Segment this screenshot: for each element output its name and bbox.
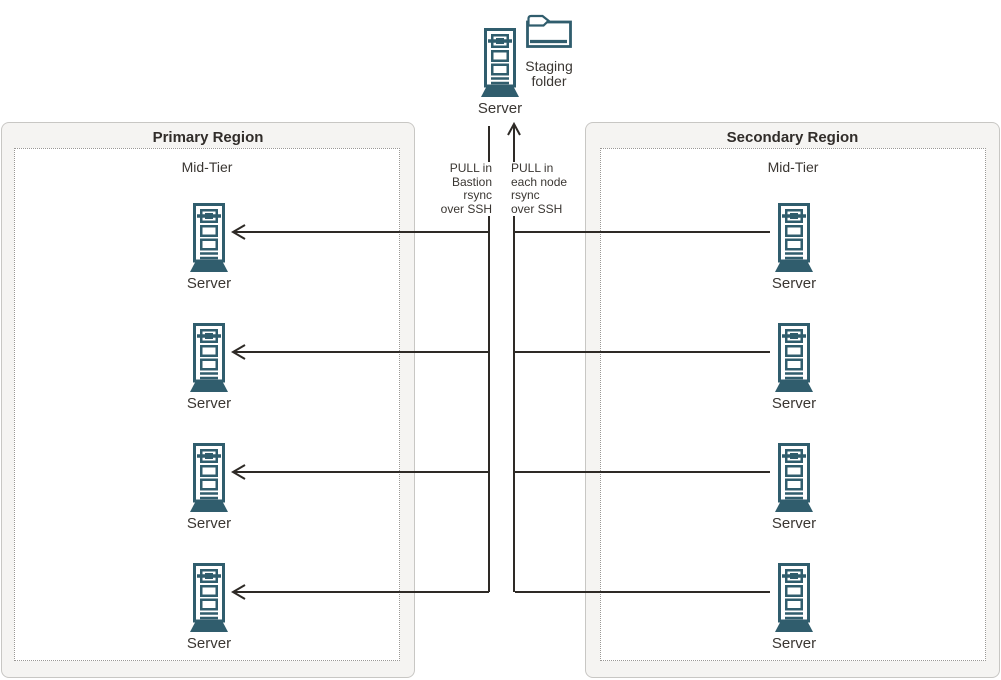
server-icon [773, 203, 815, 273]
server-icon [773, 443, 815, 513]
server-icon [188, 563, 230, 633]
pull-node-line-1: PULL in [511, 161, 554, 175]
server-label: Server [186, 635, 232, 652]
primary-server-1: Server [169, 203, 249, 292]
pull-bastion-line-2: Bastion [451, 174, 492, 189]
pull-bastion-line-4: over SSH [440, 201, 492, 216]
pull-bastion-annotation: PULL in Bastion rsync over SSH [430, 161, 492, 216]
staging-server-label: Server [477, 100, 523, 117]
primary-region-box: Primary Region Mid-Tier Server Server Se… [1, 122, 415, 678]
server-label: Server [771, 635, 817, 652]
server-icon [188, 443, 230, 513]
secondary-server-4: Server [754, 563, 834, 652]
secondary-region-box: Secondary Region Mid-Tier Server Server … [585, 122, 1000, 678]
pull-node-line-4: over SSH [511, 201, 563, 216]
server-icon [188, 323, 230, 393]
secondary-midtier-label: Mid-Tier [767, 159, 819, 175]
primary-midtier-label: Mid-Tier [181, 159, 233, 175]
server-label: Server [186, 515, 232, 532]
server-icon [773, 563, 815, 633]
server-label: Server [186, 395, 232, 412]
secondary-server-1: Server [754, 203, 834, 292]
secondary-region-title: Secondary Region [726, 129, 859, 146]
server-icon [773, 323, 815, 393]
primary-server-2: Server [169, 323, 249, 412]
secondary-server-2: Server [754, 323, 834, 412]
staging-server: Server [460, 28, 540, 117]
secondary-server-3: Server [754, 443, 834, 532]
server-icon [188, 203, 230, 273]
staging-folder-label-line-1: Staging [525, 58, 573, 74]
pull-bastion-line-1: PULL in [449, 161, 492, 175]
node-trunk-up-arrowhead [507, 121, 521, 136]
pull-bastion-line-3: rsync [463, 188, 492, 202]
primary-server-4: Server [169, 563, 249, 652]
pull-each-node-annotation: PULL in each node rsync over SSH [511, 161, 577, 216]
server-label: Server [771, 275, 817, 292]
server-label: Server [771, 395, 817, 412]
staging-folder-label-line-2: folder [531, 73, 567, 89]
server-label: Server [771, 515, 817, 532]
server-label: Server [186, 275, 232, 292]
staging-folder-label: Staging folder [514, 59, 584, 89]
pull-node-line-2: each node [511, 174, 568, 189]
pull-node-line-3: rsync [511, 188, 540, 202]
staging-folder-icon [526, 14, 572, 48]
primary-region-title: Primary Region [152, 129, 264, 146]
primary-server-3: Server [169, 443, 249, 532]
